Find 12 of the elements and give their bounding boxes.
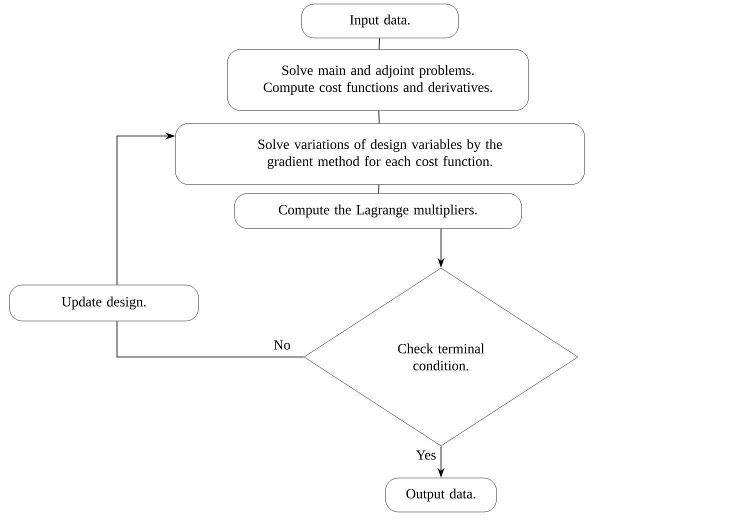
- process-box: Solve main and adjoint problems. Compute cost functions and derivatives.: [227, 49, 529, 111]
- process-box: Output data.: [385, 478, 497, 512]
- edge-label: No: [272, 339, 292, 351]
- edge-label: Yes: [414, 449, 438, 461]
- process-box: Solve variations of design variables by the gradient method for each cost function.: [175, 123, 585, 185]
- connector-line: [378, 110, 380, 124]
- process-box: Compute the Lagrange multipliers.: [234, 193, 522, 229]
- process-box: Update design.: [9, 284, 199, 322]
- connector-line: [378, 184, 380, 194]
- connector-line: [116, 320, 304, 358]
- process-box: Input data.: [301, 4, 459, 38]
- connector-line: [378, 38, 380, 50]
